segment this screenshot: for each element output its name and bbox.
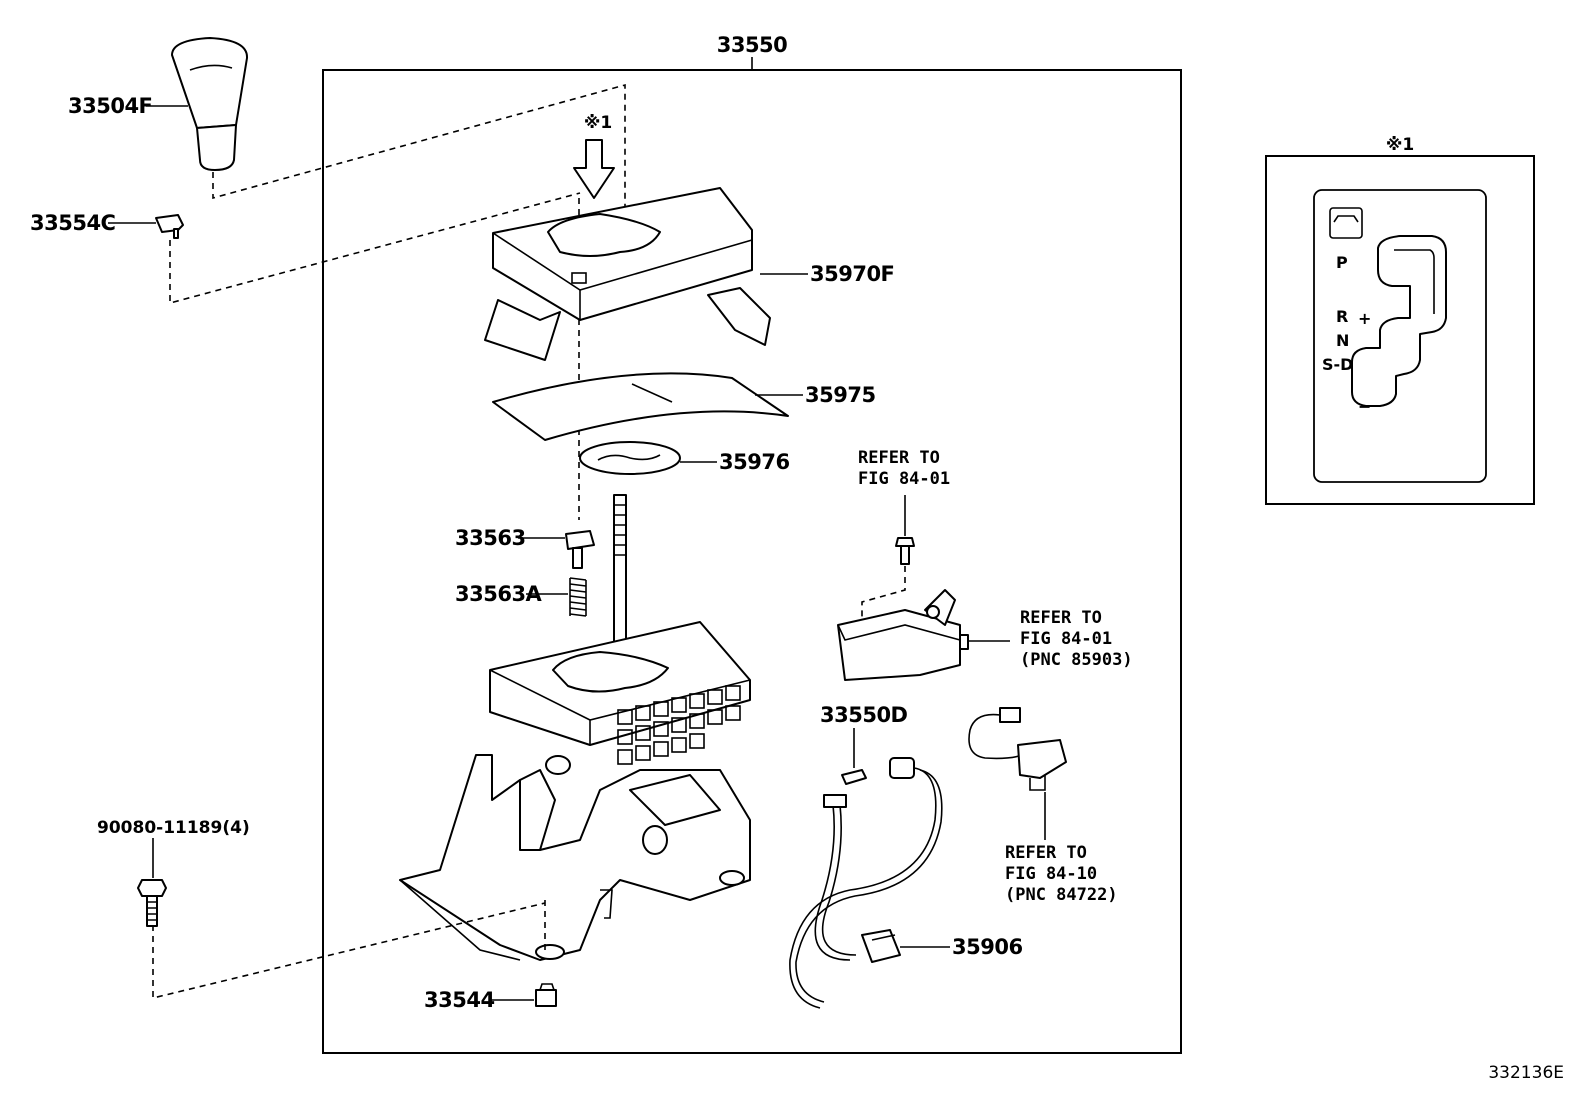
- shift-knob[interactable]: [171, 37, 249, 171]
- detail-title: ※1: [1386, 135, 1414, 155]
- label-knob-clip[interactable]: 33554C: [30, 211, 116, 235]
- detail-view-arrow: [573, 139, 615, 199]
- sensor-ref-line2[interactable]: FIG 84-10: [1005, 864, 1097, 884]
- sensor-ref-line1[interactable]: REFER TO: [1005, 843, 1087, 863]
- upper-cover[interactable]: [484, 187, 771, 361]
- label-bushing[interactable]: 33544: [424, 988, 495, 1012]
- switch-ref-line1[interactable]: REFER TO: [1020, 608, 1102, 628]
- detail-view: [1265, 155, 1535, 505]
- position-r: R: [1336, 307, 1348, 326]
- knob-guide-line: [212, 83, 626, 240]
- park-switch[interactable]: [837, 589, 969, 681]
- label-bulb[interactable]: 33550D: [820, 703, 908, 727]
- label-knob[interactable]: 33504F: [68, 94, 153, 118]
- shift-lock-icon: [1329, 207, 1363, 239]
- position-p: P: [1336, 253, 1348, 272]
- label-indicator[interactable]: 35976: [719, 450, 790, 474]
- label-upper-cover[interactable]: 35970F: [810, 262, 895, 286]
- screw-guide-line: [861, 566, 906, 630]
- screw-ref-line1[interactable]: REFER TO: [858, 448, 940, 468]
- slide-plate[interactable]: [492, 372, 789, 441]
- label-button[interactable]: 33563: [455, 526, 526, 550]
- switch-ref-line2[interactable]: FIG 84-01: [1020, 629, 1112, 649]
- clip-guide-line: [169, 192, 581, 305]
- wire-harness[interactable]: [789, 757, 943, 1009]
- shift-lever-base[interactable]: [399, 494, 751, 961]
- bulb[interactable]: [841, 769, 867, 785]
- switch-ref-line3[interactable]: (PNC 85903): [1020, 650, 1133, 670]
- bolt[interactable]: [137, 879, 167, 927]
- minus-sign: −: [1358, 397, 1371, 416]
- bushing[interactable]: [535, 983, 557, 1007]
- label-plate[interactable]: 35975: [805, 383, 876, 407]
- label-bolt[interactable]: 90080-11189(4): [97, 818, 250, 838]
- label-harness[interactable]: 35906: [952, 935, 1023, 959]
- indicator-lens[interactable]: [579, 441, 681, 475]
- sensor-ref-line3[interactable]: (PNC 84722): [1005, 885, 1118, 905]
- assembly-label[interactable]: 33550: [717, 33, 788, 57]
- knob-clip[interactable]: [155, 214, 184, 239]
- plus-sign: +: [1358, 309, 1371, 328]
- sensor[interactable]: [968, 707, 1067, 791]
- spring[interactable]: [569, 577, 587, 617]
- detail-marker: ※1: [584, 113, 612, 133]
- screw-ref-line2[interactable]: FIG 84-01: [858, 469, 950, 489]
- switch-screw[interactable]: [895, 537, 915, 565]
- figure-id: 332136E: [1488, 1063, 1564, 1083]
- bolt-guide-line: [152, 902, 546, 1000]
- position-sd: S-D: [1322, 355, 1353, 374]
- shift-button[interactable]: [565, 530, 595, 569]
- position-n: N: [1336, 331, 1349, 350]
- label-spring[interactable]: 33563A: [455, 582, 543, 606]
